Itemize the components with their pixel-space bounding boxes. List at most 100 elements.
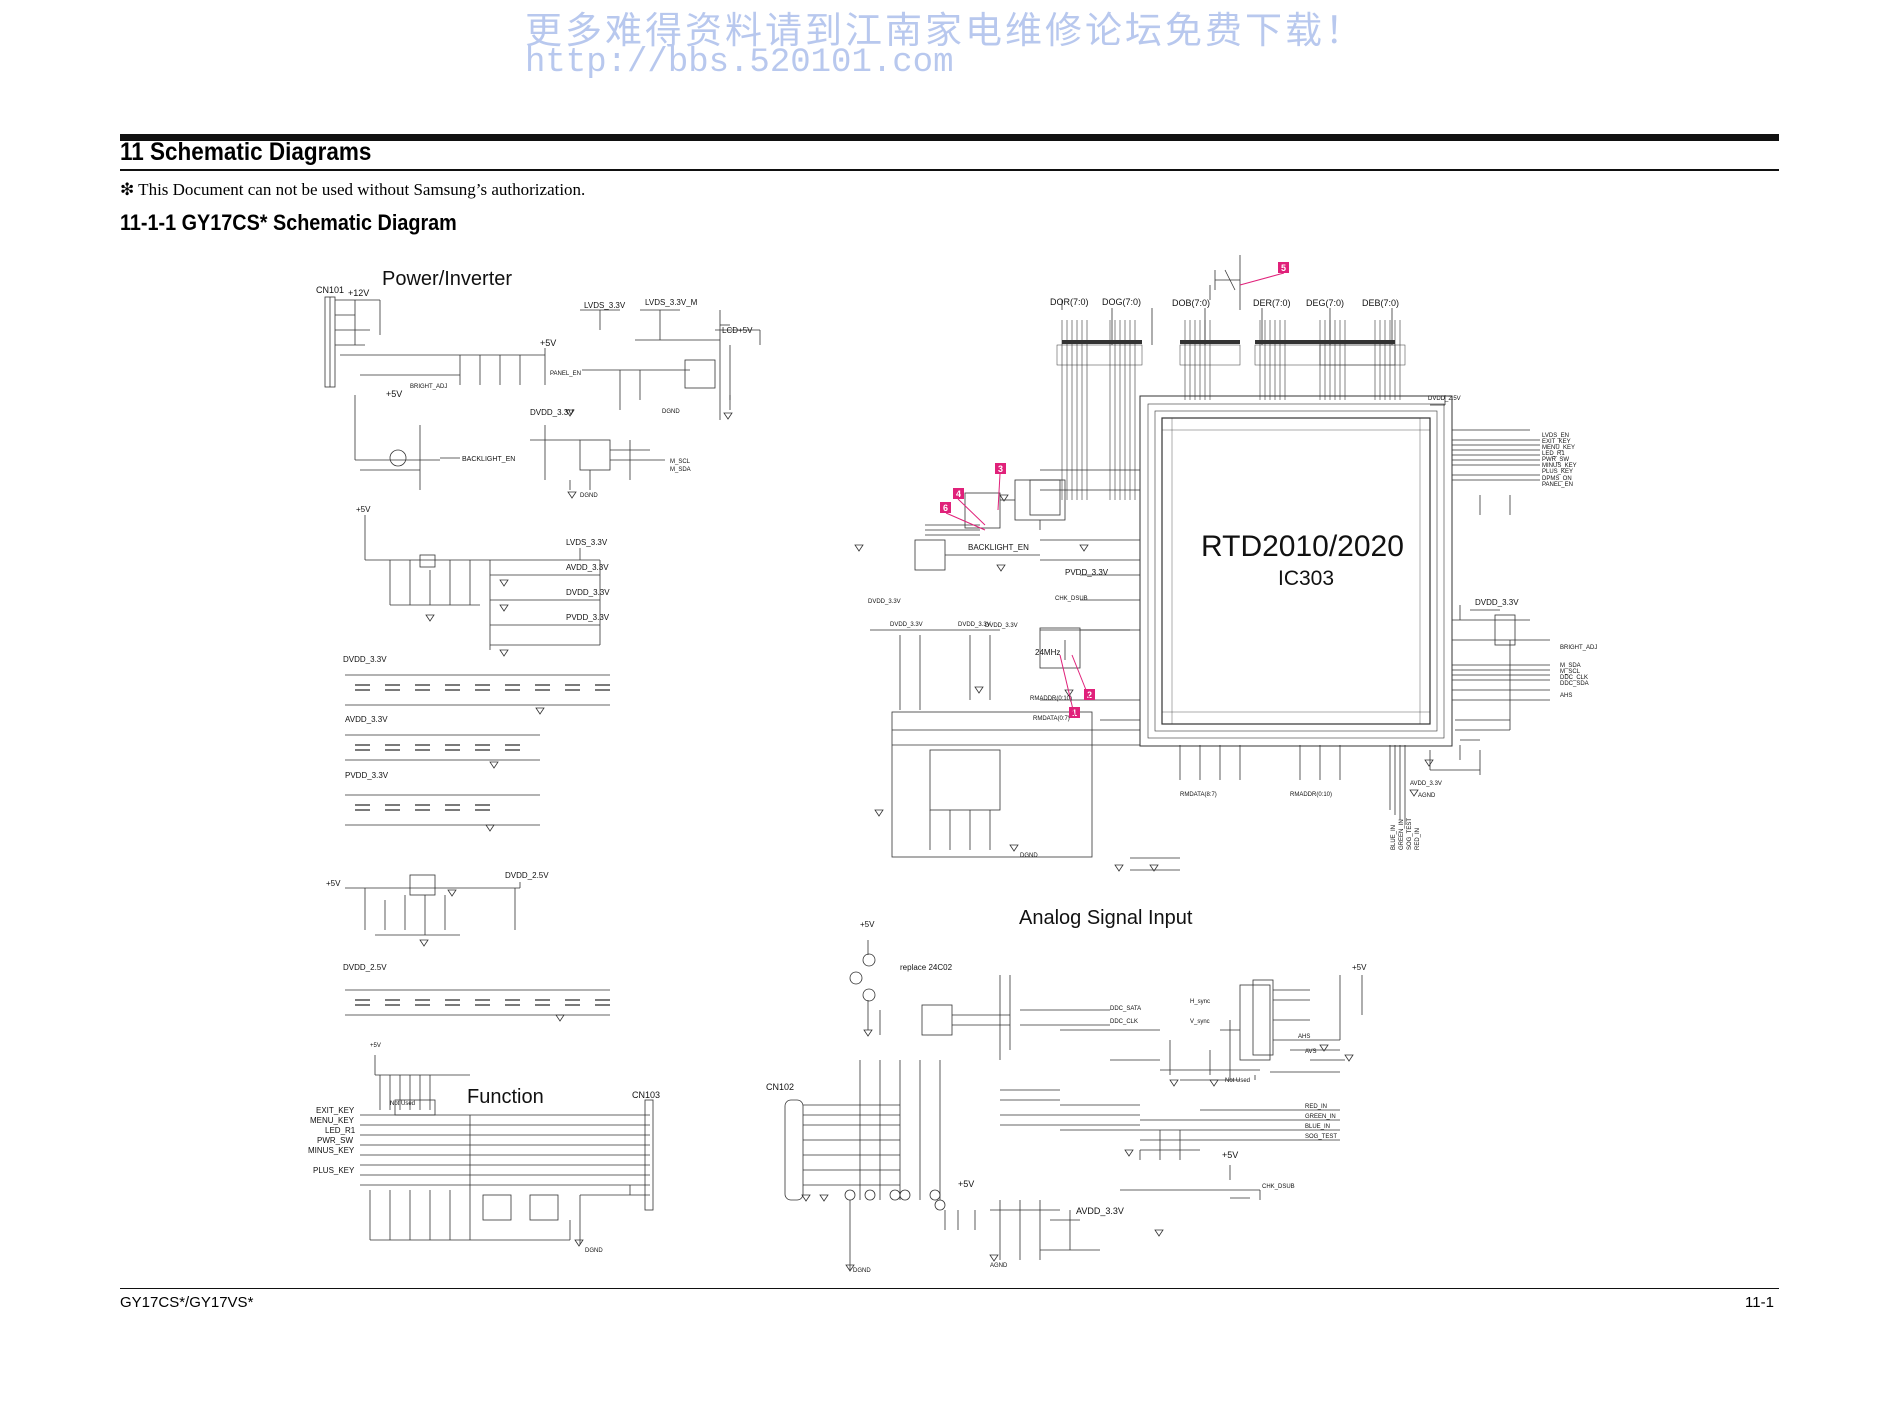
power-label: DGND	[580, 493, 598, 499]
right-signal: MENU_KEY	[1542, 445, 1575, 451]
subsection-title: 11-1-1 GY17CS* Schematic Diagram	[120, 210, 457, 235]
header-rule-thin	[120, 169, 1779, 171]
bottom-signal: BLUE_IN	[1391, 825, 1397, 850]
bus-label: DEB(7:0)	[1362, 298, 1399, 308]
power-labels: CN101 +12V +5V +5V BRIGHT_ADJ BACKLIGHT_…	[316, 285, 753, 972]
right-signal: PWR_SW	[1542, 457, 1569, 463]
marker-1-label: 1	[1072, 708, 1077, 718]
right-signal: M_SCL	[1560, 669, 1581, 675]
right-signal: LVDS_EN	[1542, 433, 1569, 439]
reference-markers: 5 3 4 6 2 1	[940, 262, 1289, 719]
main-label: BACKLIGHT_EN	[968, 543, 1029, 552]
marker-5-label: 5	[1281, 263, 1286, 273]
section-title: 11 Schematic Diagrams	[120, 138, 372, 166]
main-label: 24MHz	[1035, 648, 1060, 657]
function-label: PLUS_KEY	[313, 1166, 355, 1175]
marker-5	[1278, 262, 1289, 273]
power-label: DGND	[662, 409, 680, 415]
power-label: CN101	[316, 285, 344, 295]
analog-label: DDC_CLK	[1110, 1019, 1138, 1025]
analog-label: +5V	[958, 1179, 974, 1189]
main-ic-name: RTD2010/2020	[1201, 530, 1404, 563]
power-label: PANEL_EN	[550, 371, 581, 377]
function-label: CN103	[632, 1090, 660, 1100]
power-label: +5V	[386, 389, 402, 399]
footer-rule	[120, 1288, 1779, 1289]
analog-label: H_sync	[1190, 999, 1210, 1005]
main-label: DGND	[1020, 853, 1038, 859]
power-label: LVDS_3.3V_M	[645, 298, 698, 307]
main-label: PVDD_3.3V	[1065, 568, 1109, 577]
power-label: M_SDA	[670, 467, 691, 473]
analog-label: AVS	[1305, 1049, 1317, 1055]
power-label: DVDD_3.3V	[530, 408, 574, 417]
analog-label: +5V	[860, 920, 875, 929]
power-label: PVDD_3.3V	[566, 613, 610, 622]
marker-6	[940, 502, 951, 513]
bus-labels: DOR(7:0) DOG(7:0) DOB(7:0) DER(7:0) DEG(…	[1050, 297, 1399, 308]
right-signal: DDC_SDA	[1560, 681, 1589, 687]
main-label: DVDD_3.3V	[868, 599, 901, 605]
main-label: AVDD_3.3V	[1410, 781, 1442, 787]
power-label: DVDD_3.3V	[566, 588, 610, 597]
marker-6-label: 6	[943, 503, 948, 513]
function-label: MINUS_KEY	[308, 1146, 355, 1155]
power-label: DVDD_2.5V	[343, 963, 387, 972]
main-label: DVDD_3.3V	[890, 622, 923, 628]
main-label: RMDATA(0:7)	[1033, 716, 1070, 722]
bus-label: DOG(7:0)	[1102, 297, 1141, 307]
right-signal: PLUS_KEY	[1542, 469, 1573, 475]
power-label: LVDS_3.3V	[566, 538, 608, 547]
power-label: +12V	[348, 288, 369, 298]
footer-model: GY17CS*/GY17VS*	[120, 1294, 254, 1311]
function-label: +5V	[370, 1043, 381, 1049]
main-label: RMADDR(0:10)	[1030, 696, 1072, 702]
right-signal: DPMS_ON	[1542, 476, 1572, 482]
main-label: RMDATA(8:7)	[1180, 792, 1217, 798]
function-label: EXIT_KEY	[316, 1106, 355, 1115]
marker-3-label: 3	[998, 464, 1003, 474]
analog-label: DGND	[853, 1268, 871, 1274]
main-ic-ref: IC303	[1278, 567, 1334, 590]
function-label: Not Used	[390, 1101, 415, 1107]
analog-label: +5V	[1352, 963, 1367, 972]
right-signal: BRIGHT_ADJ	[1560, 645, 1597, 651]
right-signal: AHS	[1560, 693, 1572, 699]
footer-page-number: 11-1	[1745, 1294, 1774, 1311]
block-title-power: Power/Inverter	[382, 268, 512, 290]
right-signal: EXIT_KEY	[1542, 439, 1571, 445]
main-labels: BACKLIGHT_EN PVDD_3.3V CHK_DSUB 24MHz RM…	[868, 396, 1519, 859]
power-label: +5V	[326, 879, 341, 888]
marker-4-label: 4	[956, 489, 961, 499]
authorization-notice: ❇ This Document can not be used without …	[120, 180, 586, 199]
analog-label: RED_IN	[1305, 1104, 1327, 1110]
analog-label: AVDD_3.3V	[1076, 1206, 1124, 1216]
main-label: DVDD_3.3V	[985, 623, 1018, 629]
main-label: DVDD_3.3V	[958, 622, 991, 628]
header-rule-thick	[120, 134, 1779, 141]
main-label: DVDD_2.5V	[1428, 396, 1461, 402]
bus-label: DOR(7:0)	[1050, 297, 1089, 307]
right-signal: PANEL_EN	[1542, 482, 1573, 488]
main-label: RMADDR(0:10)	[1290, 792, 1332, 798]
analog-label: BLUE_IN	[1305, 1124, 1330, 1130]
power-label: DVDD_3.3V	[343, 655, 387, 664]
bottom-signal-labels: BLUE_IN GREEN_IN SOG_TEST RED_IN	[1391, 818, 1421, 850]
power-label: BACKLIGHT_EN	[462, 456, 515, 463]
bus-label: DEG(7:0)	[1306, 298, 1344, 308]
main-label: CHK_DSUB	[1055, 596, 1088, 602]
block-title-function: Function	[467, 1086, 544, 1108]
power-label: BRIGHT_ADJ	[410, 384, 447, 390]
function-label: DGND	[585, 1248, 603, 1254]
function-labels: +5V Not Used CN103 EXIT_KEY MENU_KEY LED…	[308, 1043, 660, 1254]
bottom-signal: SOG_TEST	[1407, 818, 1413, 850]
function-label: PWR_SW	[317, 1136, 353, 1145]
function-label: MENU_KEY	[310, 1116, 355, 1125]
analog-label: +5V	[1222, 1150, 1238, 1160]
function-label: LED_R1	[325, 1126, 356, 1135]
analog-label: V_sync	[1190, 1019, 1210, 1025]
analog-label: DDC_SATA	[1110, 1006, 1141, 1012]
analog-label: AHS	[1298, 1034, 1310, 1040]
bottom-signal: RED_IN	[1415, 828, 1421, 850]
marker-4	[953, 488, 964, 499]
